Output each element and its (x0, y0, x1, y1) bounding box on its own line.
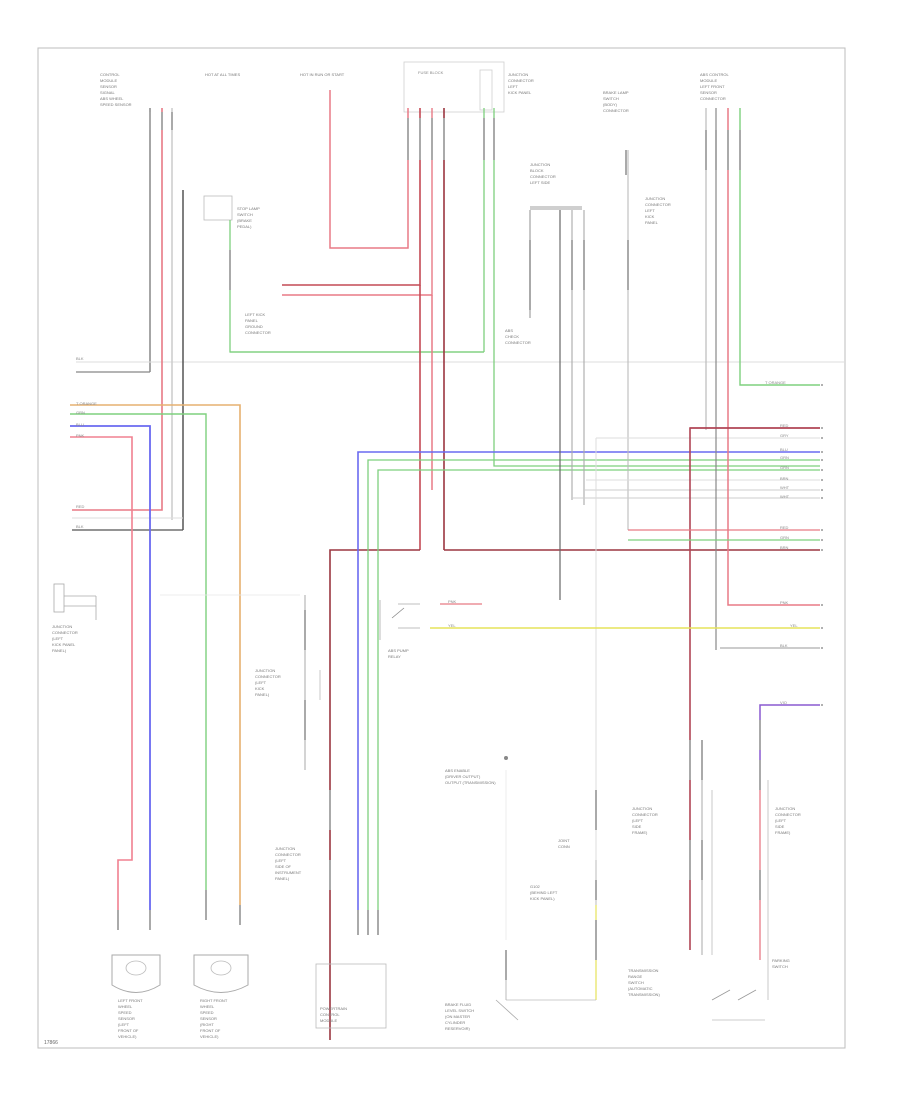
svg-text:GRN: GRN (780, 535, 789, 540)
hot-in-run-label: HOT IN RUN OR START (300, 72, 345, 77)
svg-text:GRN: GRN (780, 465, 789, 470)
right-pin-labels: T ORANGE RED GRY BLU GRN GRN BRN WHT WHT… (765, 380, 798, 705)
svg-text:ABS ENABLE(DRIVER OUTPUT)OUTPU: ABS ENABLE(DRIVER OUTPUT)OUTPUT (TRANSMI… (445, 768, 496, 785)
junction-connector-left-top (530, 206, 582, 210)
svg-text:BRN: BRN (780, 476, 789, 481)
fuse-block: FUSE BLOCK (403, 61, 505, 113)
svg-text:BLK: BLK (76, 524, 84, 529)
trans-range-switch (711, 989, 765, 1021)
svg-text:BLU: BLU (780, 447, 788, 452)
svg-text:PNK: PNK (448, 599, 457, 604)
svg-text:RED: RED (780, 525, 789, 530)
svg-text:T ORANGE: T ORANGE (765, 380, 786, 385)
figure-id: 17866 (44, 1040, 58, 1046)
svg-text:BLK: BLK (76, 356, 84, 361)
svg-text:T ORANGE: T ORANGE (76, 401, 97, 406)
svg-text:YEL: YEL (448, 623, 456, 628)
svg-text:FUSE BLOCK: FUSE BLOCK (418, 70, 444, 75)
svg-text:PNK: PNK (780, 600, 789, 605)
left-pin-labels: BLK T ORANGE GRN BLU PNK RED BLK (76, 356, 97, 529)
diagram-frame (37, 47, 846, 1049)
svg-text:RED: RED (76, 504, 85, 509)
svg-text:RED: RED (780, 423, 789, 428)
svg-text:WHT: WHT (780, 485, 790, 490)
svg-text:BRN: BRN (780, 545, 789, 550)
svg-text:BLU: BLU (76, 422, 84, 427)
svg-text:GRN: GRN (780, 455, 789, 460)
svg-text:PNK: PNK (76, 433, 85, 438)
svg-text:GRY: GRY (780, 433, 789, 438)
svg-text:VIO: VIO (780, 700, 787, 705)
svg-text:YEL: YEL (790, 623, 798, 628)
connector-ticks (117, 112, 761, 980)
hot-at-all-times-label: HOT AT ALL TIMES (205, 72, 240, 77)
svg-text:WHT: WHT (780, 494, 790, 499)
right-pin-markers (821, 384, 823, 706)
stop-lamp-switch-box (203, 195, 233, 221)
svg-text:GRN: GRN (76, 410, 85, 415)
svg-text:BLK: BLK (780, 643, 788, 648)
